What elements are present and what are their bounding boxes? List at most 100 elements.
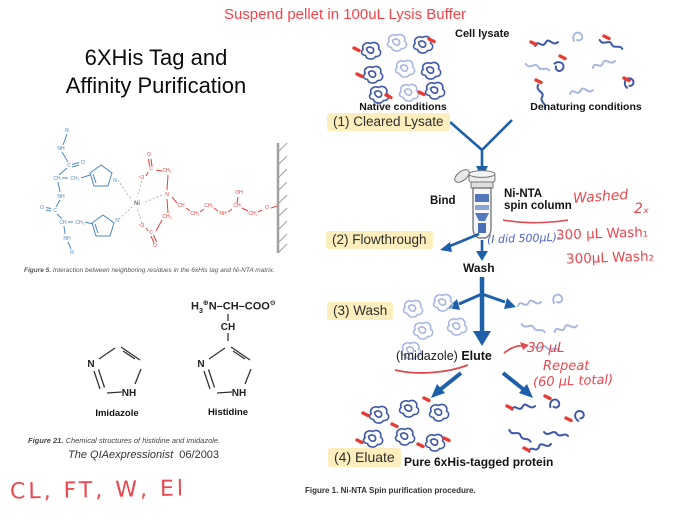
atom-label: NH (57, 146, 65, 152)
atom-label: CH₂ (162, 214, 171, 220)
page-title-line1: 6XHis Tag and (84, 45, 228, 70)
figure1-caption-text: Ni-NTA Spin purification procedure. (338, 486, 476, 495)
page-title-line2: Affinity Purification (65, 72, 247, 98)
atom-label: CH (233, 203, 241, 209)
atom-label: O (81, 160, 85, 166)
figure1-caption: Figure 1. Ni-NTA Spin purification proce… (305, 486, 476, 495)
denatured-proteins-illustration (524, 31, 636, 110)
atom-label: C (53, 208, 57, 214)
page-title: 6XHis Tag and Affinity Purification (38, 44, 274, 99)
column-name-line2: spin column (504, 200, 572, 212)
figure21-caption: Figure 21. Chemical structures of histid… (28, 436, 220, 445)
denaturing-conditions-label: Denaturing conditions (530, 101, 642, 113)
wash-label: Wash (463, 261, 495, 275)
atom-label: N (115, 218, 119, 224)
atom-label: CH (53, 176, 61, 182)
elute-label: Elute (461, 349, 492, 363)
imidazole-n-label: N (87, 359, 94, 370)
handwritten-abbreviations: CL, FT, W, El (9, 476, 187, 505)
atom-label: O (265, 205, 269, 211)
elute-arrows (431, 371, 533, 398)
repeat-annotation: Repeat (543, 359, 590, 374)
total-annotation: (60 µL total) (532, 372, 614, 391)
i-did-annotation: (I did 500µL)- (486, 230, 562, 247)
atom-label: C (149, 166, 153, 172)
source-line: The QIAexpressionist 06/2003 (68, 449, 219, 461)
formula-sub3: 3 (198, 307, 203, 315)
step1-cleared-lysate: (1) Cleared Lysate (327, 113, 450, 131)
figure5-structure: R NH C O CH CH₂ N NH C O CH CH₂ N NH R N… (40, 128, 288, 256)
imidazole-nh-label: NH (122, 388, 136, 399)
atom-label: CH (177, 203, 185, 209)
atom-label: CH (59, 220, 67, 226)
imidazole-ring (93, 346, 142, 394)
step4-eluate: (4) Eluate (328, 448, 401, 467)
atom-label: R (65, 128, 69, 134)
pure-protein-illustration (355, 394, 587, 453)
formula-h: H (191, 300, 199, 313)
formula-plus-charge: ⊕ (202, 300, 209, 307)
bind-label: Bind (430, 195, 456, 207)
atom-label: CH₂ (204, 203, 213, 209)
atom-label: CH₂ (248, 211, 257, 217)
figure5-caption-label: Figure 5. (24, 267, 52, 274)
cell-lysate-label: Cell lysate (455, 28, 510, 40)
atom-label: O (40, 205, 44, 211)
elute-volume-annotation: 30 µL (527, 340, 565, 356)
step3-wash: (3) Wash (327, 302, 394, 320)
atom-label: O (153, 243, 157, 249)
figure21-caption-text: Chemical structures of histidine and imi… (63, 436, 221, 445)
histidine-name: Histidine (208, 407, 248, 418)
column-name: Ni-NTA spin column (504, 188, 572, 212)
flowthrough-and-wash-arrows (440, 232, 488, 261)
atom-label: CH₂ (70, 176, 79, 182)
his-residues-bonds (45, 133, 115, 250)
wash2-annotation: 300µL Wash₂ (565, 248, 655, 268)
column-name-line1: Ni-NTA (504, 188, 543, 200)
histidine-ring (203, 314, 252, 394)
histidine-nh-label: NH (232, 388, 246, 399)
wash-split-arrows (448, 277, 516, 346)
banner-text: Suspend pellet in 100uL Lysis Buffer (223, 6, 467, 23)
atom-label: C (67, 163, 71, 169)
converge-arrow (449, 119, 513, 178)
atom-label: O (147, 152, 151, 158)
atom-label: NH (57, 194, 65, 200)
nickel-label: Ni (134, 201, 140, 207)
atom-label: N (165, 192, 169, 198)
washed-count-annotation: 2ₓ (634, 201, 650, 217)
atom-label: ⁻O (138, 175, 145, 181)
atom-label: N (113, 178, 117, 184)
formula-backbone: N–CH–COO (208, 300, 270, 313)
figure5-caption: Figure 5. Interaction between neighborin… (24, 267, 275, 274)
imidazole-name: Imidazole (95, 408, 138, 419)
washed-annotation: Washed (572, 187, 629, 207)
atom-label: NH (219, 211, 227, 217)
his-atom-labels: R NH C O CH CH₂ N NH C O CH CH₂ N NH R (40, 128, 119, 256)
native-conditions-label: Native conditions (359, 101, 447, 113)
source-title: The QIAexpressionist (68, 449, 174, 461)
native-proteins-illustration (352, 33, 446, 104)
atom-label: CH₂ (190, 211, 199, 217)
atom-label: OH (235, 190, 243, 196)
wash1-annotation: 300 µL Wash₁ (555, 224, 649, 244)
source-date: 06/2003 (179, 449, 220, 461)
step2-flowthrough: (2) Flowthrough (326, 231, 433, 249)
atom-label: CH₂ (75, 220, 84, 226)
spin-column-illustration (454, 169, 496, 239)
formula-minus-charge: ⊖ (269, 300, 276, 307)
histidine-n-label: N (197, 359, 204, 370)
matrix-wall (276, 142, 288, 254)
histidine-formula: H3⊕N–CH–COO⊖ (191, 299, 276, 315)
figure1-caption-label: Figure 1. (305, 486, 339, 495)
atom-label: R (70, 250, 74, 256)
histidine-ch-label: CH (221, 322, 235, 333)
ni-coordination-bonds (117, 179, 163, 224)
nta-atom-labels: ⁻O C O CH₂ N ⁻O C O CH₂ CH CH₂ CH₂ NH CH… (138, 152, 269, 249)
pure-protein-label: Pure 6xHis-tagged protein (404, 455, 554, 469)
atom-label: C (149, 230, 153, 236)
atom-label: CH₂ (162, 168, 171, 174)
figure5-caption-text: Interaction between neighboring residues… (51, 267, 275, 274)
imidazole-prefix: (Imidazole) (396, 349, 458, 363)
